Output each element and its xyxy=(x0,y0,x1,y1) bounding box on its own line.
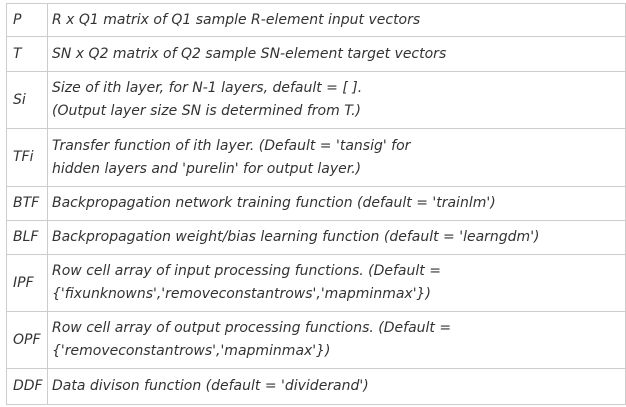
argument-description: Size of ith layer, for N-1 layers, defau… xyxy=(47,71,626,129)
argument-description: Backpropagation weight/bias learning fun… xyxy=(47,220,626,255)
argument-description: Transfer function of ith layer. (Default… xyxy=(47,128,626,187)
parameter-table: P R x Q1 matrix of Q1 sample R-element i… xyxy=(6,3,626,405)
argument-name: OPF xyxy=(6,311,48,369)
description-line: Row cell array of output processing func… xyxy=(52,320,452,336)
description-line: R x Q1 matrix of Q1 sample R-element inp… xyxy=(52,11,421,28)
description-line: SN x Q2 matrix of Q2 sample SN-element t… xyxy=(52,45,447,62)
argument-name: T xyxy=(6,36,48,72)
table-row: IPF Row cell array of input processing f… xyxy=(6,254,626,312)
table-row: BTF Backpropagation network training fun… xyxy=(6,186,626,221)
table-row: BLF Backpropagation weight/bias learning… xyxy=(6,220,626,255)
description-line: hidden layers and 'purelin' for output l… xyxy=(52,160,362,177)
argument-name: Si xyxy=(6,71,48,129)
argument-name: BLF xyxy=(6,220,48,255)
table-row: Si Size of ith layer, for N-1 layers, de… xyxy=(6,71,626,129)
argument-name: BTF xyxy=(6,186,48,221)
argument-name: TFi xyxy=(6,128,48,187)
argument-description: Data divison function (default = 'divide… xyxy=(47,368,626,405)
argument-name: P xyxy=(6,3,48,37)
argument-description: Row cell array of input processing funct… xyxy=(47,254,626,312)
description-line: Data divison function (default = 'divide… xyxy=(52,378,369,394)
argument-description: Row cell array of output processing func… xyxy=(47,311,626,369)
argument-description: R x Q1 matrix of Q1 sample R-element inp… xyxy=(47,3,626,37)
argument-description: SN x Q2 matrix of Q2 sample SN-element t… xyxy=(47,36,626,72)
table-row: OPF Row cell array of output processing … xyxy=(6,311,626,369)
description-line: Size of ith layer, for N-1 layers, defau… xyxy=(52,80,363,96)
description-line: Row cell array of input processing funct… xyxy=(52,263,441,279)
description-line: Backpropagation weight/bias learning fun… xyxy=(52,229,540,245)
description-line: Backpropagation network training functio… xyxy=(52,195,496,211)
table-row: TFi Transfer function of ith layer. (Def… xyxy=(6,128,626,187)
argument-description: Backpropagation network training functio… xyxy=(47,186,626,221)
description-line: {'removeconstantrows','mapminmax'}) xyxy=(52,343,331,359)
description-line: (Output layer size SN is determined from… xyxy=(52,103,362,119)
table-row: T SN x Q2 matrix of Q2 sample SN-element… xyxy=(6,36,626,72)
argument-name: DDF xyxy=(6,368,48,405)
table-row: DDF Data divison function (default = 'di… xyxy=(6,368,626,405)
description-line: Transfer function of ith layer. (Default… xyxy=(52,137,411,154)
argument-name: IPF xyxy=(6,254,48,312)
description-line: {'fixunknowns','removeconstantrows','map… xyxy=(52,286,431,302)
table-row: P R x Q1 matrix of Q1 sample R-element i… xyxy=(6,3,626,37)
